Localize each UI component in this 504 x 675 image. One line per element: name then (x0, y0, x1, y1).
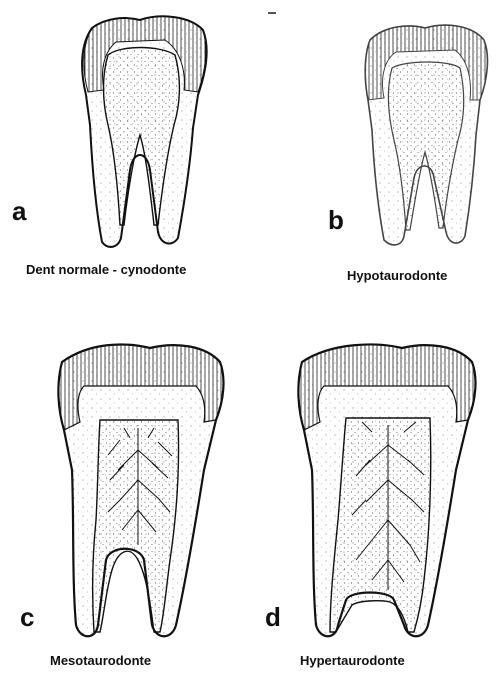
panel-c-letter: c (20, 604, 34, 630)
panel-b-caption: Hypotaurodonte (347, 268, 447, 283)
panel-d-letter: d (265, 604, 281, 630)
panel-a-letter: a (12, 198, 26, 224)
tooth-a (82, 16, 207, 247)
panel-a-caption: Dent normale - cynodonte (26, 262, 186, 277)
panel-c-caption: Mesotaurodonte (50, 653, 151, 668)
tooth-d-pulp (330, 418, 431, 632)
panel-d-caption: Hypertaurodonte (300, 653, 405, 668)
tooth-d (298, 345, 475, 637)
tooth-c (58, 345, 223, 637)
tooth-b (365, 25, 487, 245)
panel-b-letter: b (328, 207, 344, 233)
